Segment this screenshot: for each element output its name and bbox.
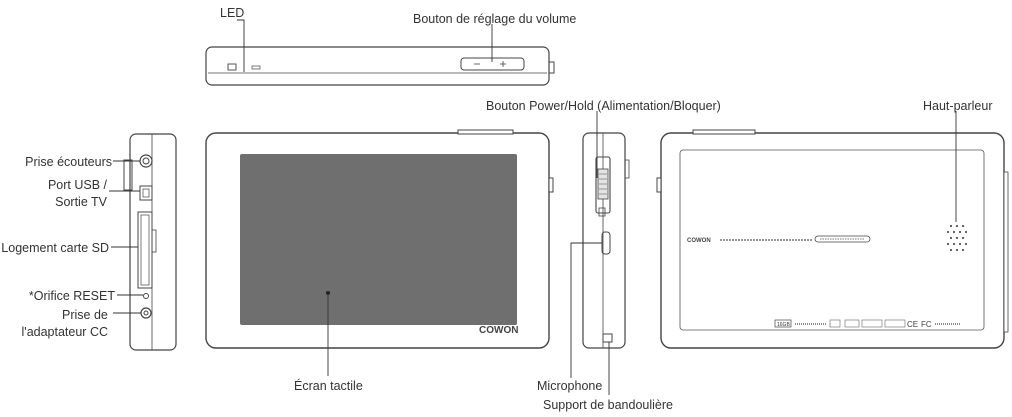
front-view: COWON <box>205 129 554 349</box>
strap-holder-label: Support de bandoulière <box>543 398 673 412</box>
power-hold-label: Bouton Power/Hold (Alimentation/Bloquer) <box>486 99 721 113</box>
touchscreen <box>240 154 517 325</box>
touchscreen-label: Écran tactile <box>294 379 363 393</box>
right-side-view <box>582 132 630 349</box>
leader-lines <box>109 19 957 395</box>
capacity-badge: 16GB <box>777 322 790 328</box>
svg-text:FC: FC <box>921 320 932 329</box>
left-side-view <box>123 133 177 351</box>
back-logo: COWON <box>687 238 711 244</box>
front-logo: COWON <box>479 325 518 336</box>
top-view <box>205 46 555 86</box>
speaker-label: Haut-parleur <box>923 99 993 113</box>
microphone-label: Microphone <box>537 379 603 393</box>
led-label: LED <box>220 6 245 20</box>
volume-button-label: Bouton de réglage du volume <box>413 12 577 26</box>
speaker-grille <box>946 224 968 252</box>
dc-adapter-label-line1: Prise de <box>62 308 108 322</box>
sd-slot-label: Logement carte SD <box>1 241 109 255</box>
dc-adapter-label-line2: l'adaptateur CC <box>21 325 108 339</box>
usb-port-label-line2: Sortie TV <box>55 195 107 209</box>
reset-hole-label: *Orifice RESET <box>28 289 115 303</box>
headphone-jack-label: Prise écouteurs <box>25 155 112 169</box>
back-view: COWON 16GB CE FC <box>656 129 1009 349</box>
usb-port-label-line1: Port USB / <box>47 178 107 192</box>
svg-text:CE: CE <box>907 320 918 329</box>
